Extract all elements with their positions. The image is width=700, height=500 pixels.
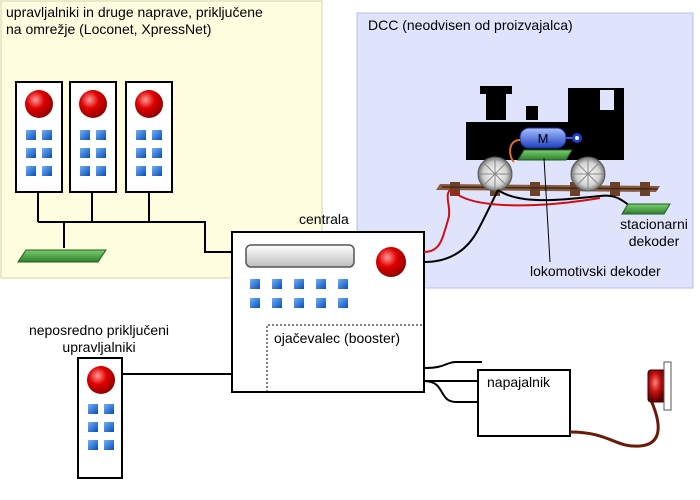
network-zone-title-line2: na omrežje (Loconet, XpressNet)	[6, 21, 212, 37]
network-bus	[37, 192, 232, 253]
controller-red-button[interactable]	[135, 90, 163, 118]
stationary-decoder-label-line1: stacionarni	[620, 216, 688, 232]
track-feed-red	[423, 189, 451, 253]
network-controller-1[interactable]	[15, 81, 63, 193]
controller-red-button[interactable]	[79, 90, 107, 118]
power-supply-box[interactable]	[477, 369, 571, 437]
central-keypad[interactable]	[250, 279, 348, 308]
locomotive: M	[466, 86, 624, 192]
stationary-decoder-board	[621, 203, 671, 215]
network-controller-2[interactable]	[69, 81, 117, 193]
track-feed-red-2	[451, 189, 601, 207]
network-controller-3[interactable]	[125, 81, 173, 193]
direct-controller-label-line2: upravljalniki	[62, 339, 136, 355]
power-supply-label: napajalnik	[487, 374, 551, 390]
stationary-decoder-label-line2: dekoder	[628, 233, 680, 249]
central-red-button[interactable]	[376, 247, 406, 277]
network-interface-board	[17, 249, 107, 263]
wall-socket-plug	[647, 361, 672, 411]
loco-decoder-label: lokomotivski dekoder	[530, 263, 661, 279]
central-unit[interactable]	[231, 231, 425, 393]
central-unit-label: centrala	[299, 211, 349, 227]
power-cord	[569, 397, 660, 448]
stationary-decoder-wires	[497, 189, 631, 207]
direct-controller-label-line1: neposredno priključeni	[28, 322, 170, 338]
booster-label: ojačevalec (booster)	[274, 330, 401, 346]
central-display	[245, 244, 355, 268]
motor-label: M	[538, 131, 549, 146]
network-zone-title-line1: upravljalniki in druge naprave, priključ…	[6, 4, 263, 20]
loco-decoder-pointer	[543, 157, 551, 263]
direct-controller[interactable]	[77, 357, 123, 479]
dcc-zone-title: DCC (neodvisen od proizvajalca)	[368, 17, 573, 33]
controller-red-button[interactable]	[25, 90, 53, 118]
controller-red-button[interactable]	[87, 366, 115, 394]
loco-decoder-board	[517, 149, 573, 161]
